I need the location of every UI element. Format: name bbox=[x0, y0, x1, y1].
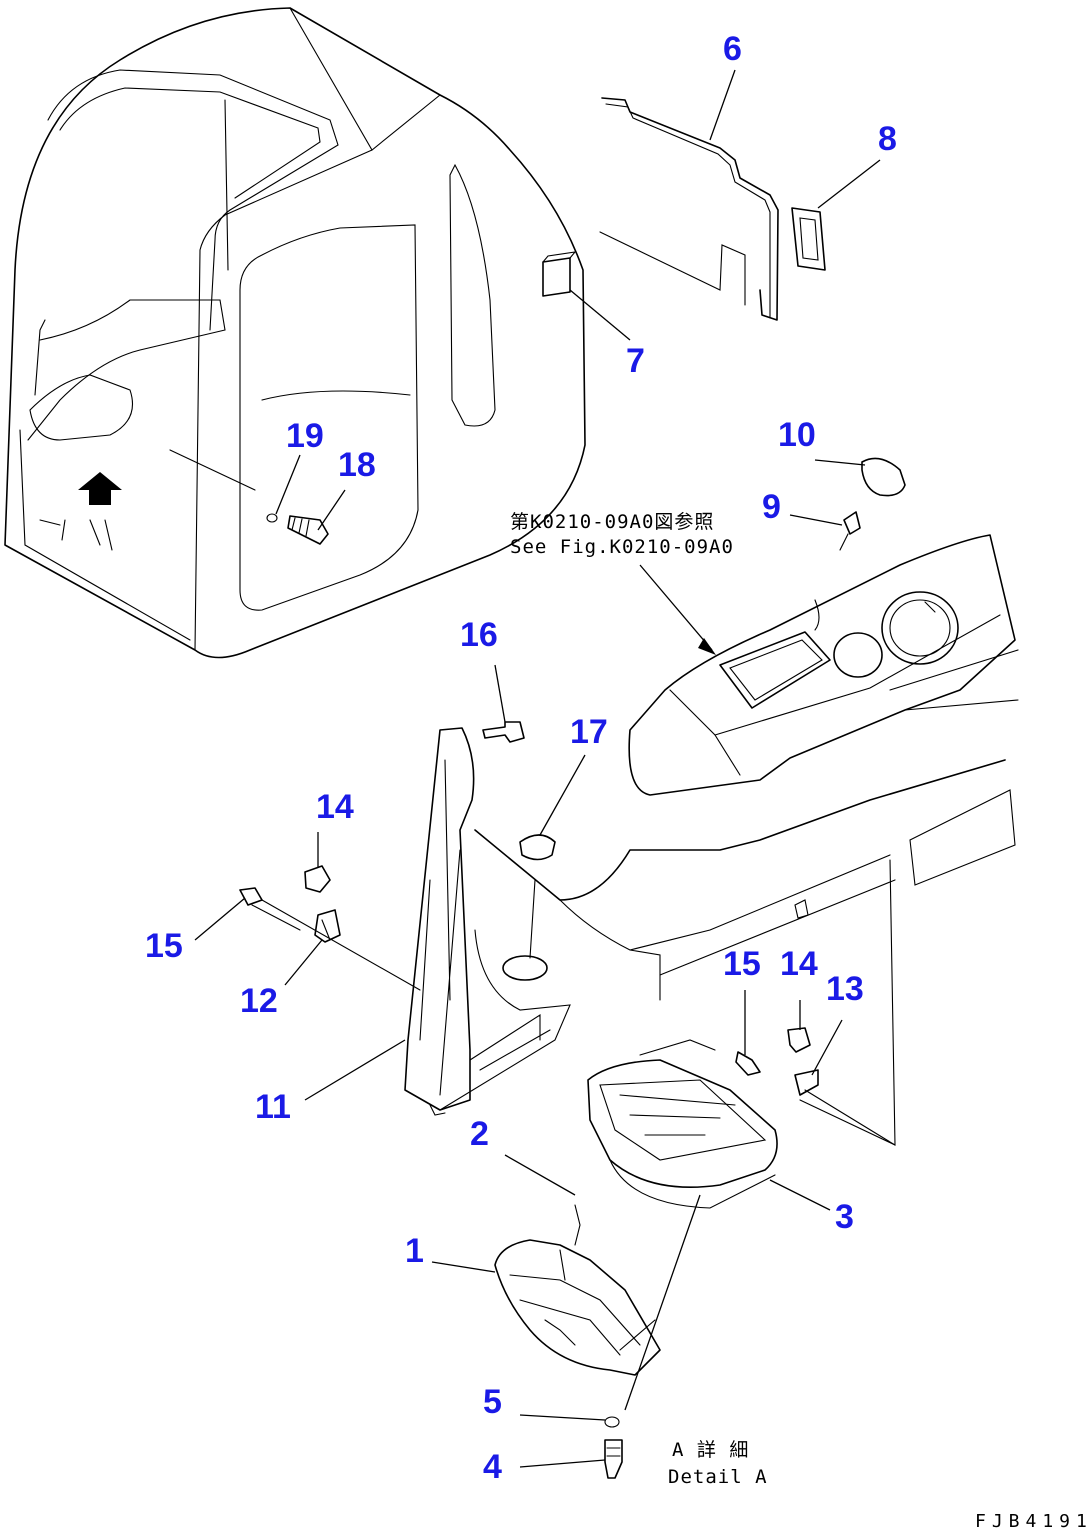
callouts: 6 8 7 10 9 19 18 16 17 14 15 12 11 15 14… bbox=[145, 30, 897, 1486]
callout-19: 19 bbox=[286, 417, 324, 455]
cover-plate bbox=[599, 97, 826, 321]
see-figure-note-jp: 第K0210-09A0図参照 bbox=[510, 511, 714, 533]
callout-11: 11 bbox=[255, 1088, 291, 1126]
callout-18: 18 bbox=[338, 446, 376, 484]
arrow-up-icon bbox=[78, 472, 122, 505]
notes: 第K0210-09A0図参照 See Fig.K0210-09A0 A 詳 細 … bbox=[510, 511, 1090, 1532]
callout-1: 1 bbox=[405, 1232, 424, 1270]
detail-label-en: Detail A bbox=[668, 1466, 768, 1488]
see-figure-note-en: See Fig.K0210-09A0 bbox=[510, 536, 734, 558]
callout-5: 5 bbox=[483, 1383, 502, 1421]
callout-8: 8 bbox=[878, 120, 897, 158]
callout-13: 13 bbox=[826, 970, 864, 1008]
callout-2: 2 bbox=[470, 1115, 489, 1153]
console-assembly bbox=[404, 534, 1019, 1146]
callout-3: 3 bbox=[835, 1198, 854, 1236]
callout-15-left: 15 bbox=[145, 927, 183, 965]
detail-label-jp: A 詳 細 bbox=[672, 1439, 749, 1461]
small-parts bbox=[239, 457, 906, 1146]
callout-6: 6 bbox=[723, 30, 742, 68]
callout-9: 9 bbox=[762, 488, 781, 526]
callout-4: 4 bbox=[483, 1448, 502, 1486]
callout-14-upper: 14 bbox=[316, 788, 354, 826]
operator-cab bbox=[4, 7, 586, 659]
callout-7: 7 bbox=[626, 342, 645, 380]
callout-10: 10 bbox=[778, 416, 816, 454]
drawing-code: FJB4191 bbox=[975, 1511, 1090, 1532]
callout-17: 17 bbox=[570, 713, 608, 751]
mirror-assembly bbox=[494, 1039, 778, 1479]
callout-14-right: 14 bbox=[780, 945, 818, 983]
callout-16: 16 bbox=[460, 616, 498, 654]
leader-lines bbox=[194, 69, 881, 1468]
callout-15-right: 15 bbox=[723, 945, 761, 983]
callout-12: 12 bbox=[240, 982, 278, 1020]
